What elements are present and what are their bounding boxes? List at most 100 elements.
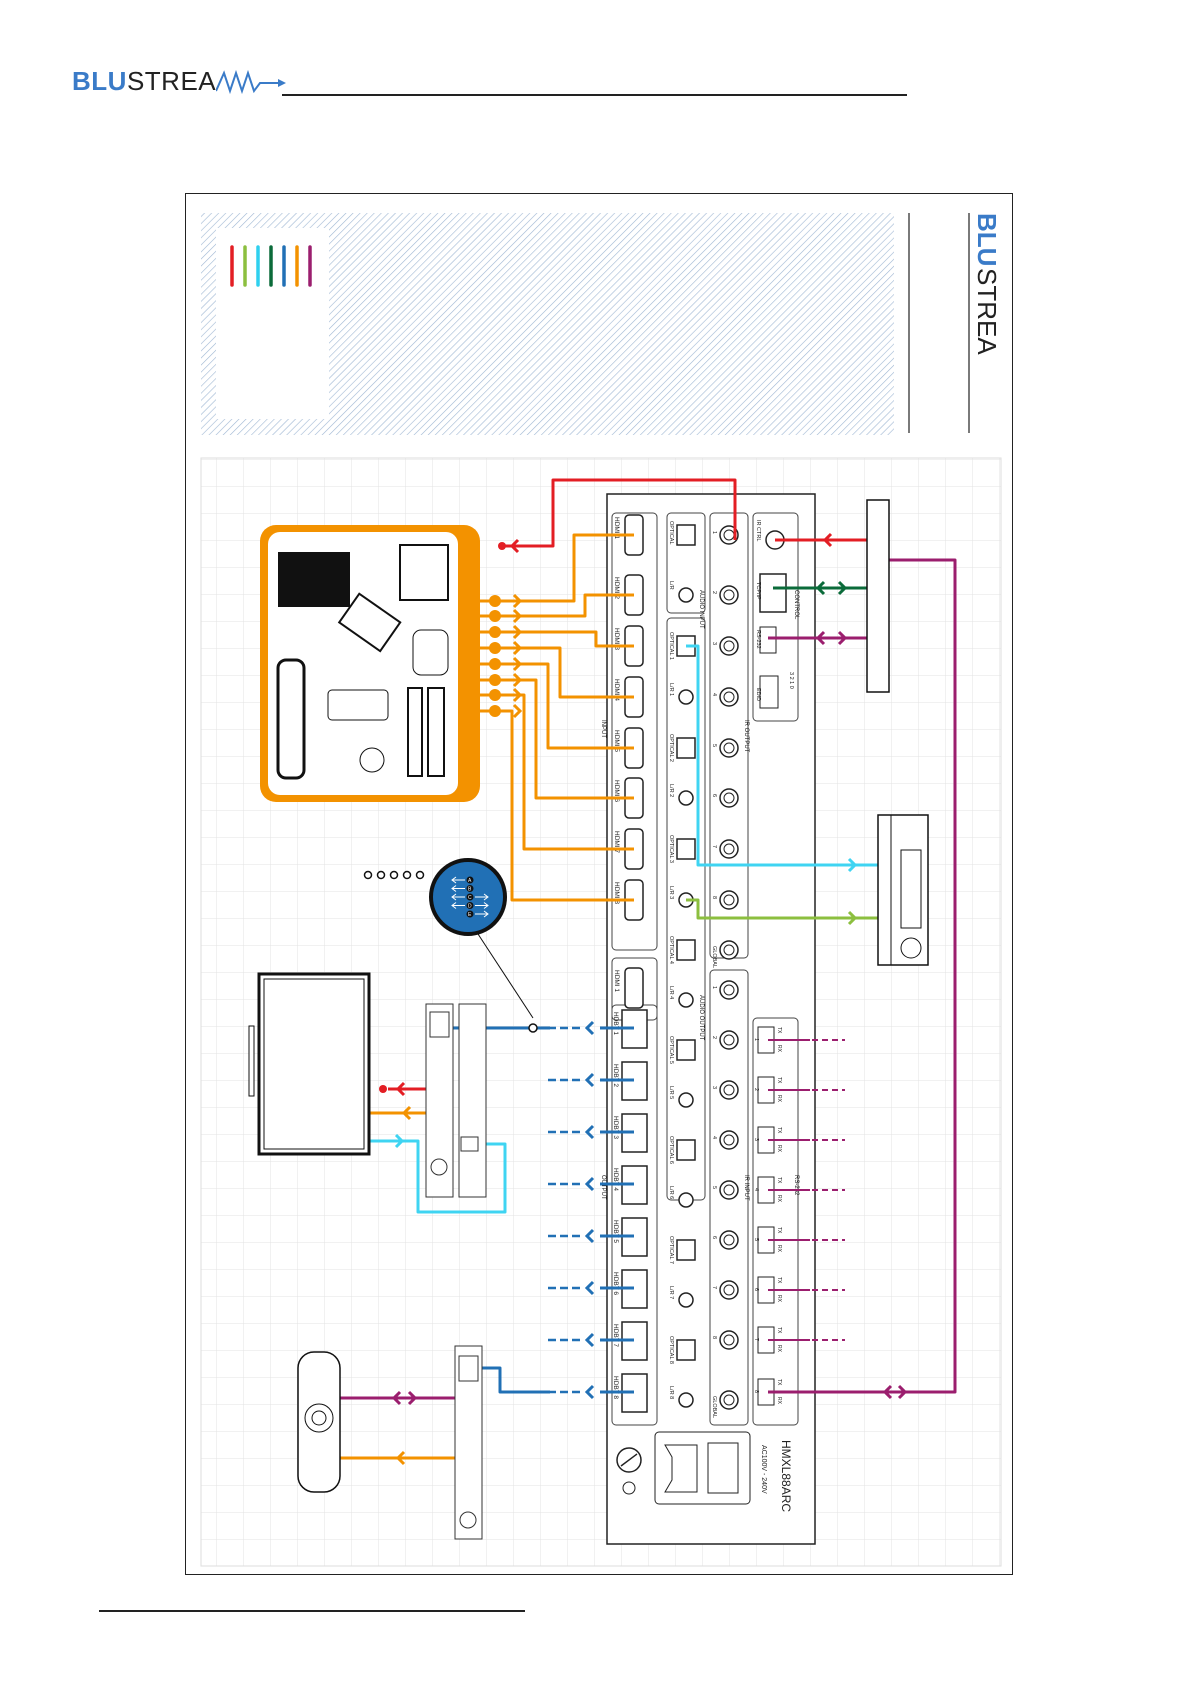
ir-input-port[interactable] xyxy=(719,1030,739,1050)
rca-port[interactable] xyxy=(678,1292,694,1308)
ir-input-port[interactable] xyxy=(719,1230,739,1250)
ir-input-port[interactable] xyxy=(719,1180,739,1200)
ir-output-port[interactable] xyxy=(719,788,739,808)
control-group xyxy=(752,512,799,722)
hdmi-input-group xyxy=(611,512,658,951)
rs232-port-label: 7 xyxy=(753,1338,759,1341)
audio-port-label: L/R 4 xyxy=(668,986,674,999)
hdmi-output-port[interactable] xyxy=(624,967,644,1009)
ir-output-port[interactable] xyxy=(719,890,739,910)
optical-port[interactable] xyxy=(676,838,696,860)
control-processor-icon xyxy=(866,499,890,693)
tv-display[interactable] xyxy=(248,972,371,1156)
ir-output-port[interactable] xyxy=(719,940,739,960)
arrow-right-icon xyxy=(837,630,848,646)
arrow-left-icon xyxy=(391,1390,402,1406)
dip-letter: A xyxy=(468,878,472,884)
hdmi-source-wire xyxy=(480,533,634,603)
arrow-left-icon xyxy=(395,1450,406,1466)
receiver-1-rj45 xyxy=(429,1011,450,1038)
audio-port-label: OPTICAL 6 xyxy=(668,1136,674,1164)
xbox-icon xyxy=(327,689,389,721)
rs232-tx-label: TX xyxy=(776,1177,782,1184)
ir-input-port[interactable] xyxy=(719,1390,739,1410)
tcpip-port[interactable] xyxy=(759,573,787,613)
dip-legend-dot xyxy=(376,870,386,880)
arrow-right-icon xyxy=(512,608,523,624)
hdbt-output-label: HDBT 8 xyxy=(612,1376,619,1399)
rca-port[interactable] xyxy=(678,992,694,1008)
audio-port-label: OPTICAL 5 xyxy=(668,1036,674,1064)
arrow-right-icon xyxy=(407,1390,418,1406)
arrow-left-icon xyxy=(584,1332,595,1348)
wire-dot xyxy=(489,658,501,670)
output-group-label: OUTPUT xyxy=(600,1175,606,1200)
ir-output-port[interactable] xyxy=(719,636,739,656)
optical-port[interactable] xyxy=(676,939,696,961)
ir-input-group xyxy=(709,969,749,1426)
optical-port[interactable] xyxy=(676,524,696,546)
ir-input-port[interactable] xyxy=(719,1330,739,1350)
rs232-control-port[interactable] xyxy=(759,626,777,654)
arrow-right-icon xyxy=(512,687,523,703)
rs232-rx-label: RX xyxy=(776,1397,782,1405)
ir-output-port[interactable] xyxy=(719,738,739,758)
control-processor[interactable] xyxy=(866,499,890,693)
arrow-right-icon xyxy=(512,656,523,672)
callout-anchor xyxy=(528,1023,538,1033)
control-port-label: EDID xyxy=(755,688,761,701)
rca-port[interactable] xyxy=(678,689,694,705)
optical-port[interactable] xyxy=(676,737,696,759)
rca-port[interactable] xyxy=(678,1092,694,1108)
hdbt-output-label: HDBT 6 xyxy=(612,1272,619,1295)
dip-arrow-left xyxy=(451,885,465,892)
arrow-right-icon xyxy=(512,640,523,656)
logo-blu: BLU xyxy=(72,66,127,96)
ir-input-port[interactable] xyxy=(719,1280,739,1300)
audio-port-label: OPTICAL 4 xyxy=(668,936,674,964)
dip-arrow-right xyxy=(475,893,489,901)
hdmi-input-label: HDMI 2 xyxy=(613,577,620,599)
ir-output-port[interactable] xyxy=(719,839,739,859)
rs232-rx-label: RX xyxy=(776,1195,782,1203)
optical-port[interactable] xyxy=(676,1339,696,1361)
rs232-tx-label: TX xyxy=(776,1379,782,1386)
arrow-left-icon xyxy=(815,580,826,596)
optical-port[interactable] xyxy=(676,1239,696,1261)
ir-input-port[interactable] xyxy=(719,1080,739,1100)
matrix-model-label: HMXL88ARC xyxy=(779,1440,793,1512)
ir-output-port[interactable] xyxy=(719,687,739,707)
arrow-left-icon xyxy=(401,1105,412,1121)
arrow-left-icon xyxy=(584,1384,595,1400)
rca-port[interactable] xyxy=(678,587,694,603)
ir-input-port[interactable] xyxy=(719,1130,739,1150)
ir-output-port-label: 4 xyxy=(711,693,717,696)
blustream-logo: BLUSTREA xyxy=(72,66,296,96)
audio-port-label: OPTICAL 1 xyxy=(668,632,674,660)
rs232-port-label: 4 xyxy=(753,1188,759,1191)
audio-port-label: L/R 7 xyxy=(668,1286,674,1299)
diagram-frame xyxy=(185,193,1013,1575)
arrow-right-icon xyxy=(512,624,523,640)
dip-letter: D xyxy=(468,904,472,910)
ir-output-port[interactable] xyxy=(719,585,739,605)
ir-input-port[interactable] xyxy=(719,980,739,1000)
rca-port[interactable] xyxy=(678,790,694,806)
hdbaset-receiver-1[interactable] xyxy=(425,1003,487,1198)
av-receiver[interactable] xyxy=(877,814,929,966)
cable-box-icon xyxy=(427,687,445,777)
rs232-label: RS-232 xyxy=(793,1175,799,1196)
arrow-left-icon xyxy=(584,1124,595,1140)
optical-port[interactable] xyxy=(676,1139,696,1161)
streaming-box-icon xyxy=(412,629,449,676)
projector[interactable] xyxy=(297,1351,341,1493)
audio-port-label: OPTICAL 7 xyxy=(668,1236,674,1264)
edid-switch[interactable] xyxy=(759,675,779,709)
source-devices[interactable] xyxy=(260,525,480,802)
rca-port[interactable] xyxy=(678,1392,694,1408)
optical-port[interactable] xyxy=(676,1039,696,1061)
hdbaset-receiver-2[interactable] xyxy=(454,1345,483,1540)
rca-port[interactable] xyxy=(678,1192,694,1208)
power-switch[interactable] xyxy=(707,1442,739,1494)
